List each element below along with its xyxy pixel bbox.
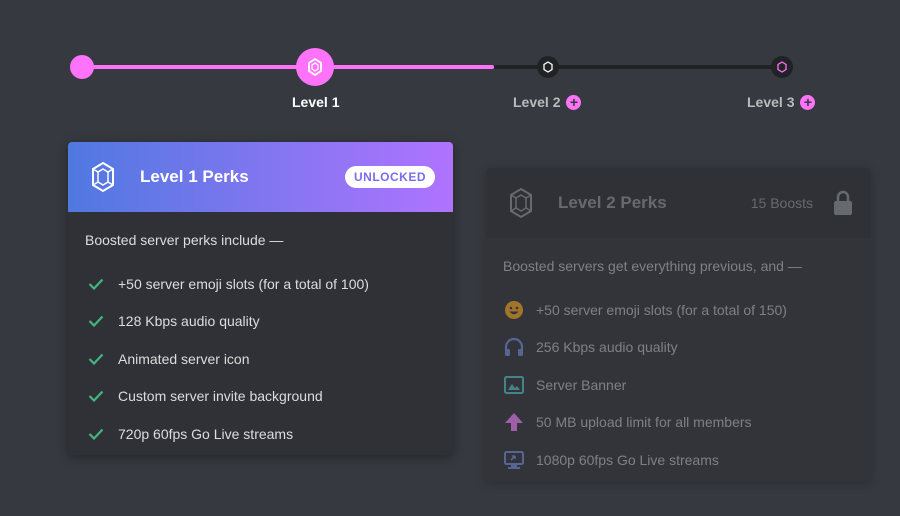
level-2-label[interactable]: Level 2 + bbox=[513, 94, 582, 110]
card-header: Level 2 Perks 15 Boosts bbox=[486, 168, 871, 238]
check-icon bbox=[85, 423, 107, 445]
progress-track-filled bbox=[82, 65, 494, 69]
perk-item: 128 Kbps audio quality bbox=[85, 303, 436, 341]
perk-item: Custom server invite background bbox=[85, 378, 436, 416]
check-icon bbox=[85, 385, 107, 407]
level-1-perks-card: Level 1 Perks UNLOCKED Boosted server pe… bbox=[68, 142, 453, 455]
level-2-node[interactable] bbox=[537, 56, 559, 78]
level-1-node[interactable] bbox=[296, 48, 334, 86]
boosts-required: 15 Boosts bbox=[750, 195, 813, 211]
gem-icon bbox=[777, 61, 787, 73]
perk-item: +50 server emoji slots (for a total of 1… bbox=[85, 265, 436, 303]
card-title: Level 2 Perks bbox=[558, 193, 667, 212]
perk-item: 720p 60fps Go Live streams bbox=[85, 415, 436, 453]
upload-arrow-icon bbox=[503, 411, 525, 433]
unlocked-badge: UNLOCKED bbox=[345, 166, 435, 188]
emoji-icon bbox=[503, 299, 525, 321]
level-1-label: Level 1 bbox=[292, 94, 340, 110]
perk-item: 256 Kbps audio quality bbox=[503, 329, 854, 367]
perk-item: 1080p 60fps Go Live streams bbox=[503, 441, 854, 479]
check-icon bbox=[85, 273, 107, 295]
gem-icon bbox=[543, 61, 553, 73]
progress-track-remaining bbox=[494, 65, 782, 69]
screen-share-icon bbox=[503, 449, 525, 471]
lock-icon bbox=[834, 190, 852, 215]
progress-start-node bbox=[70, 55, 94, 79]
gem-icon bbox=[308, 58, 322, 76]
check-icon bbox=[85, 310, 107, 332]
headphones-icon bbox=[503, 336, 525, 358]
perk-item: +50 server emoji slots (for a total of 1… bbox=[503, 291, 854, 329]
perk-item: Animated server icon bbox=[85, 340, 436, 378]
gem-icon bbox=[510, 187, 532, 219]
perks-intro: Boosted server perks include — bbox=[85, 232, 284, 248]
perk-item: 50 MB upload limit for all members bbox=[503, 404, 854, 442]
check-icon bbox=[85, 348, 107, 370]
level-3-node[interactable] bbox=[771, 56, 793, 78]
gem-icon bbox=[92, 161, 114, 193]
image-icon bbox=[503, 374, 525, 396]
plus-icon[interactable]: + bbox=[800, 94, 816, 110]
card-header: Level 1 Perks UNLOCKED bbox=[68, 142, 453, 212]
perk-item: Server Banner bbox=[503, 366, 854, 404]
card-title: Level 1 Perks bbox=[140, 167, 249, 186]
plus-icon[interactable]: + bbox=[566, 94, 582, 110]
level-2-perks-card: Level 2 Perks 15 Boosts Boosted servers … bbox=[486, 168, 871, 482]
level-3-label[interactable]: Level 3 + bbox=[747, 94, 816, 110]
perks-intro: Boosted servers get everything previous,… bbox=[503, 258, 802, 274]
